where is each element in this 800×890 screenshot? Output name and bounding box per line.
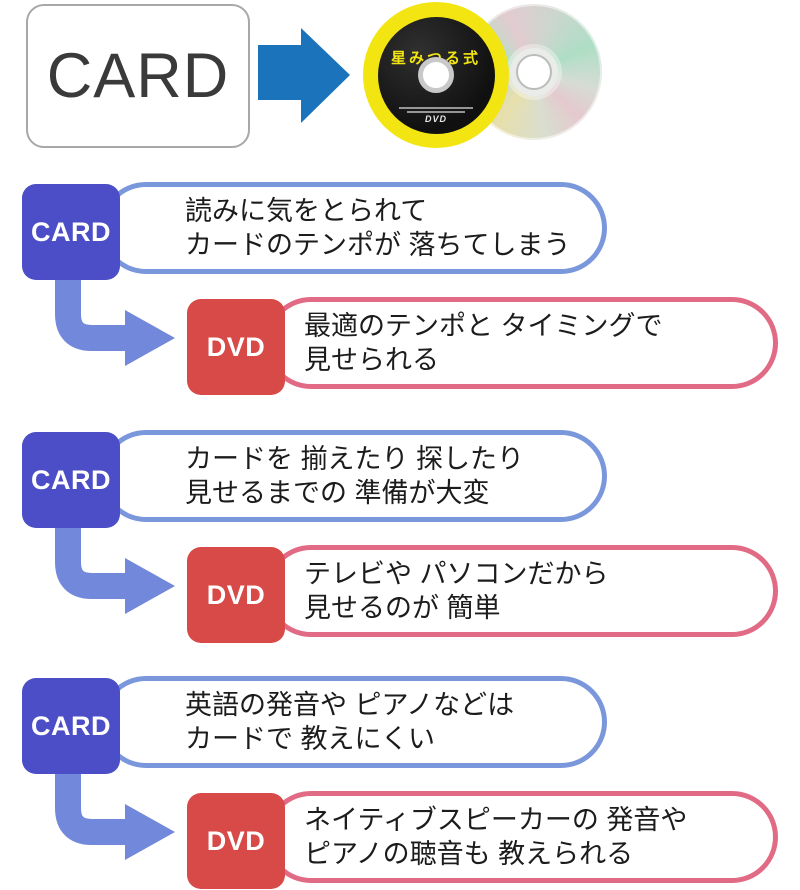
card-badge: CARD [22,432,120,528]
dvd-disc-icon: 星みつる式 DVD [363,2,509,148]
dvd-bubble-text-line2: ピアノの聴音も 教えられる [304,839,634,869]
dvd-bubble-text-line2: 見せるのが 簡単 [304,593,501,623]
card-bubble-text-line2: カードで 教えにくい [185,724,435,754]
card-bubble: 英語の発音や ピアノなどは カードで 教えにくい [100,676,607,768]
dvd-badge: DVD [187,299,285,395]
dvd-logo: DVD [424,113,447,124]
right-arrow-icon [258,28,350,123]
dvd-disc-face: 星みつる式 DVD [377,16,495,134]
elbow-arrow-icon [55,774,175,860]
dvd-bubble-text-line1: ネイティブスピーカーの 発音や [304,805,688,835]
card-bubble: カードを 揃えたり 探したり 見せるまでの 準備が大変 [100,430,607,522]
dvd-bubble-text-line2: 見せられる [304,345,439,375]
card-bubble-text-line2: カードのテンポが 落ちてしまう [185,230,571,260]
dvd-bubble: ネイティブスピーカーの 発音や ピアノの聴音も 教えられる [265,791,778,883]
card-bubble-text-line1: 英語の発音や ピアノなどは [185,690,515,720]
dvd-bubble-text-line1: 最適のテンポと タイミングで [304,311,663,341]
silver-disc-hole [516,54,552,90]
dvd-bubble: テレビや パソコンだから 見せるのが 簡単 [265,545,778,637]
card-visual-label: CARD [46,41,230,111]
card-badge: CARD [22,678,120,774]
card-bubble-text-line1: 読みに気をとられて [185,196,428,226]
dvd-disc-hole [418,57,454,93]
elbow-arrow-icon [55,280,175,366]
comparison-block-2: カードを 揃えたり 探したり 見せるまでの 準備が大変 CARD テレビや パソ… [0,430,800,644]
fine-print-line [407,110,465,113]
dvd-badge: DVD [187,547,285,643]
card-bubble: 読みに気をとられて カードのテンポが 落ちてしまう [100,182,607,274]
comparison-block-3: 英語の発音や ピアノなどは カードで 教えにくい CARD ネイティブスピーカー… [0,676,800,890]
elbow-arrow-icon [55,528,175,614]
card-badge: CARD [22,184,120,280]
fine-print-line [399,106,473,109]
card-bubble-text-line1: カードを 揃えたり 探したり [185,444,525,474]
card-bubble-text-line2: 見せるまでの 準備が大変 [185,478,490,508]
dvd-badge: DVD [187,793,285,889]
dvd-disc-fine-print: DVD [378,106,495,124]
dvd-bubble: 最適のテンポと タイミングで 見せられる [265,297,778,389]
card-visual: CARD [26,4,250,148]
dvd-bubble-text-line1: テレビや パソコンだから [304,559,609,589]
comparison-block-1: 読みに気をとられて カードのテンポが 落ちてしまう CARD 最適のテンポと タ… [0,182,800,396]
